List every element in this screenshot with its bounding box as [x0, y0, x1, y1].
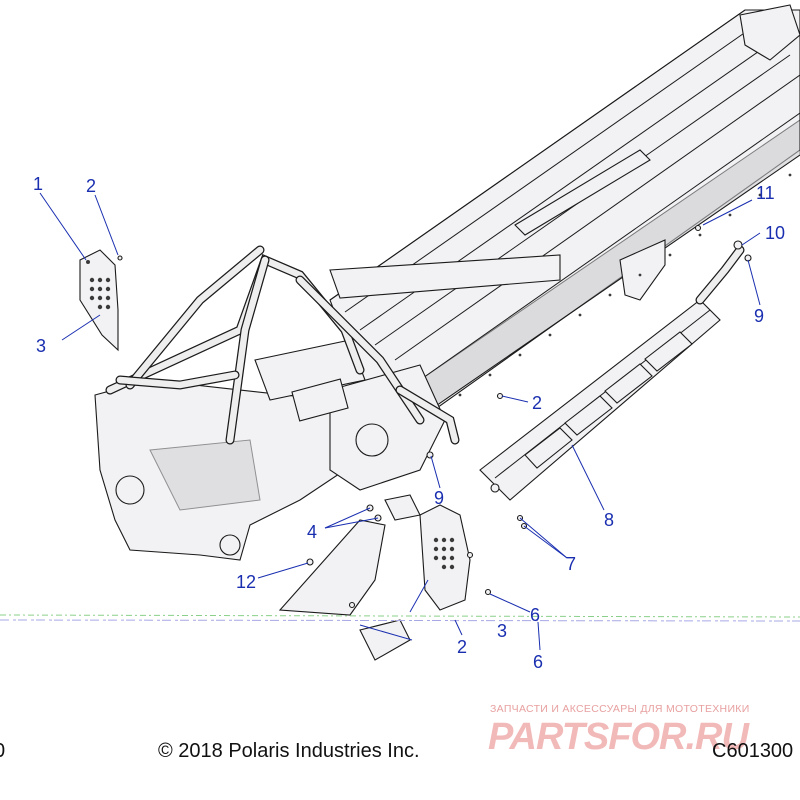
- callout-4: 4: [307, 522, 317, 542]
- callout-12: 12: [236, 572, 256, 592]
- front-frame: [94, 339, 446, 561]
- footer-cut-text: 0: [0, 740, 5, 763]
- callout-3-left: 3: [36, 336, 46, 356]
- callout-6-partial: 6: [530, 605, 540, 625]
- callout-10: 10: [765, 223, 785, 243]
- scan-artifact: [0, 614, 800, 622]
- callout-labels: 1 2 3 11 10 9 2 9 8 4 7 12 6 3 2 6: [33, 174, 785, 672]
- tunnel-rivets: [458, 173, 792, 397]
- callout-8: 8: [604, 510, 614, 530]
- fasteners: [306, 224, 752, 609]
- steering-hoop: [105, 245, 460, 445]
- lower-closeout: [278, 519, 411, 661]
- callout-2-bottom: 2: [457, 637, 467, 657]
- leader-lines: [39, 192, 761, 651]
- watermark-tagline: ЗАПЧАСТИ И АКСЕССУАРЫ ДЛЯ МОТОТЕХНИКИ: [490, 703, 750, 715]
- callout-2-top-left: 2: [86, 176, 96, 196]
- callout-9-right: 9: [754, 306, 764, 326]
- watermark-logo: PARTSFOR.RU: [488, 716, 749, 758]
- side-panel-right: [384, 494, 471, 611]
- callout-11: 11: [756, 183, 775, 203]
- callout-7: 7: [566, 554, 576, 574]
- tunnel-assembly: [329, 4, 800, 421]
- callout-9-mid: 9: [434, 488, 444, 508]
- callout-1: 1: [33, 174, 43, 194]
- callout-2-mid: 2: [532, 393, 542, 413]
- callout-3-bottom: 3: [497, 621, 507, 641]
- side-panel-left: [79, 249, 123, 352]
- figure-code: C601300: [712, 740, 794, 762]
- copyright-text: © 2018 Polaris Industries Inc.: [158, 740, 420, 762]
- running-board: [479, 245, 745, 501]
- callout-6: 6: [533, 652, 543, 672]
